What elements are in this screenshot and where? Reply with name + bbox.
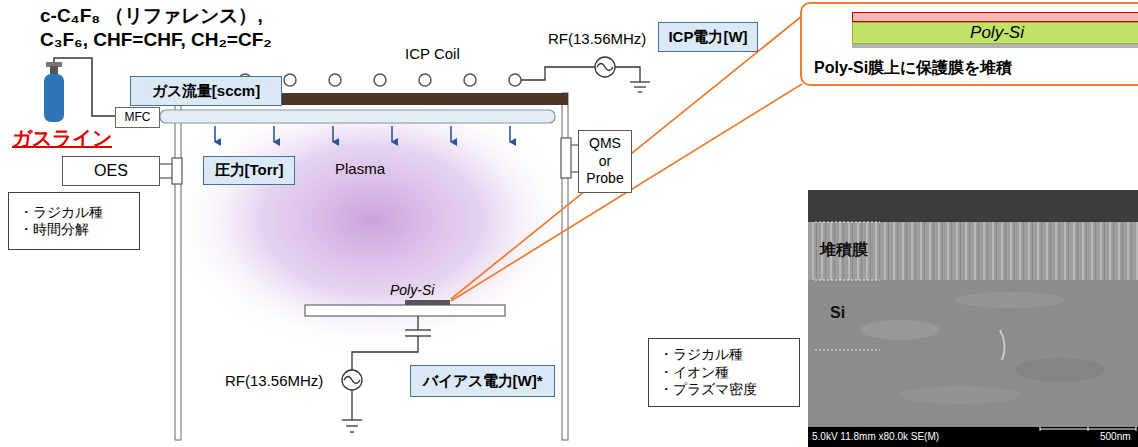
box-text: MFC [125, 110, 151, 125]
scale-bar-label: 500nm [1100, 431, 1131, 444]
box-text: 圧力[Torr] [215, 161, 284, 180]
box-text: ・イオン種 [659, 364, 729, 382]
gas-bottle [44, 62, 64, 122]
wafer-label: Poly-Si [390, 282, 434, 300]
box-text: ICP電力[W] [668, 28, 747, 47]
plasma-glow [181, 105, 562, 355]
instrument-box: QMS or Probe [578, 130, 632, 193]
film-layer [852, 12, 1138, 22]
box-text: Poly-Si膜上に保護膜を堆積 [814, 58, 1012, 78]
wafer [405, 300, 450, 305]
box-text: OES [94, 161, 128, 181]
box-text: QMS or Probe [582, 135, 628, 188]
coil-label: ICP Coil [405, 45, 460, 64]
parameter-box: ICP電力[W] [658, 22, 758, 52]
box-text: ガス流量[sccm] [152, 82, 260, 101]
box-text: Poly-Si [970, 22, 1024, 43]
parameter-box: バイアス電力[W]* [410, 365, 555, 397]
instrument-box: OES [62, 156, 160, 186]
oes-port [160, 158, 182, 184]
parameter-box: 圧力[Torr] [203, 156, 295, 185]
plasma-label: Plasma [335, 160, 385, 179]
sem-image [808, 190, 1138, 447]
box-text: バイアス電力[W]* [423, 372, 543, 391]
showerhead [160, 110, 555, 123]
gas-flow-arrows [215, 126, 510, 142]
gas-line-label: ガスライン [12, 126, 112, 151]
mfc-box: MFC [115, 107, 160, 128]
rf-label: RF(13.56MHz) [548, 30, 646, 49]
rf-source-top [521, 57, 650, 92]
sem-info: 5.0kV 11.8mm x80.0k SE(M) [812, 431, 939, 444]
qms-port [561, 138, 578, 178]
zoom-callout: Poly-Si膜上に保護膜を堆積 Poly-Si [800, 2, 1138, 86]
rf-label: RF(13.56MHz) [225, 372, 323, 391]
sem-layer-label: Si [830, 303, 845, 323]
stage [305, 305, 505, 316]
box-text: ・ラジカル種 [659, 346, 743, 364]
film-layer [852, 44, 1138, 48]
parameter-box: ガス流量[sccm] [130, 76, 282, 106]
box-text: ・プラズマ密度 [659, 381, 757, 399]
sem-layer-label: 堆積膜 [820, 240, 868, 260]
poly-si-layer: Poly-Si [852, 22, 1138, 44]
gas-line [54, 58, 115, 116]
box-text: ・ラジカル種 [19, 204, 103, 222]
note-box: ・ラジカル種・イオン種・プラズマ密度 [648, 338, 800, 407]
chamber [175, 93, 568, 440]
note-box: ・ラジカル種・時間分解 [8, 192, 140, 250]
box-text: ・時間分解 [19, 221, 89, 239]
zoom-lines [451, 16, 802, 301]
gas-list: c-C₄F₈ （リファレンス）, C₃F₆, CHF=CHF, CH₂=CF₂ [40, 4, 272, 52]
